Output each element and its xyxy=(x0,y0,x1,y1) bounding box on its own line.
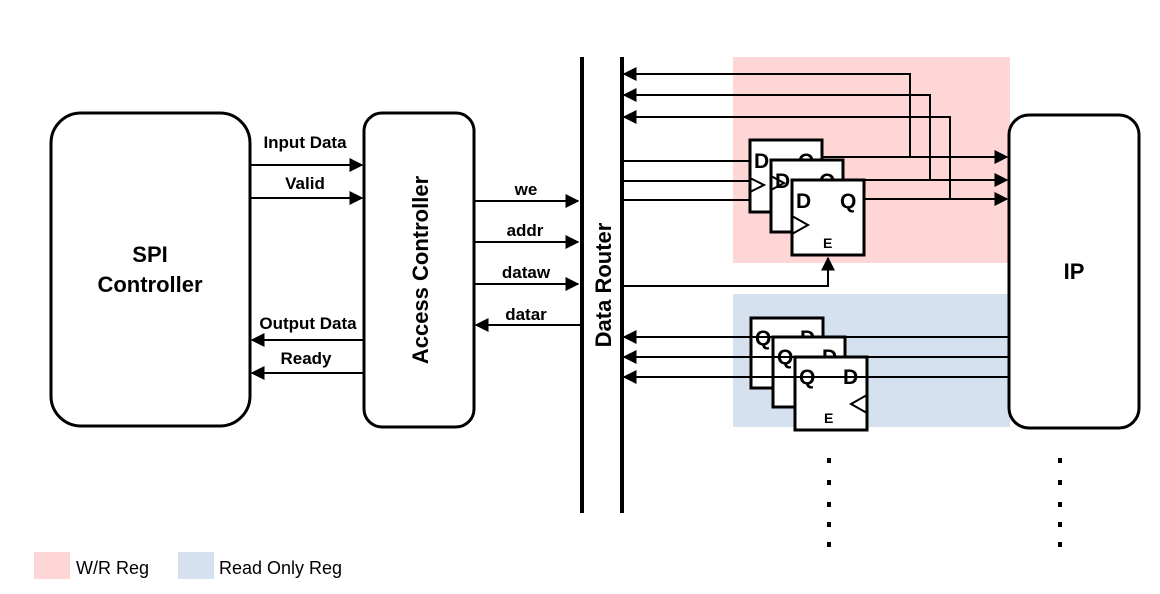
wr-readback-line-1 xyxy=(622,67,911,157)
ready-label: Ready xyxy=(280,349,332,368)
data-router-label: Data Router xyxy=(591,222,616,347)
legend-ro-swatch xyxy=(178,552,214,579)
ff-q-label: Q xyxy=(755,327,771,350)
ff-e-label: E xyxy=(823,235,832,251)
valid-label: Valid xyxy=(285,174,325,193)
we-label: we xyxy=(514,180,538,199)
output-data-label: Output Data xyxy=(259,314,357,333)
dataw-label: dataw xyxy=(502,263,551,282)
legend-ro-label: Read Only Reg xyxy=(219,558,342,578)
legend: W/R Reg Read Only Reg xyxy=(34,552,342,579)
spi-controller-label-1: SPI xyxy=(132,242,167,267)
clock-icon xyxy=(749,177,767,193)
clock-icon xyxy=(791,215,811,235)
register-continuation-dots xyxy=(827,458,831,547)
ff-q-label: Q xyxy=(840,190,856,213)
ip-block: IP xyxy=(1007,113,1141,430)
wr-enable-line xyxy=(622,256,835,287)
input-data-label: Input Data xyxy=(263,133,347,152)
access-controller-label: Access Controller xyxy=(408,175,433,364)
addr-label: addr xyxy=(507,221,544,240)
ff-d-label: D xyxy=(796,190,811,213)
ff-d-label: D xyxy=(754,150,769,173)
ip-continuation-dots xyxy=(1058,458,1062,547)
wr-readback-line-3 xyxy=(622,110,951,199)
datar-label: datar xyxy=(505,305,547,324)
ro-flipflop-3: Q D E xyxy=(793,355,869,432)
ip-label: IP xyxy=(1064,259,1085,284)
ff-e-label: E xyxy=(824,410,833,426)
wr-readback-line-2 xyxy=(622,88,931,180)
clock-icon xyxy=(770,175,787,191)
clock-icon xyxy=(848,394,868,414)
spi-controller-block: SPI Controller xyxy=(49,111,252,428)
legend-wr-label: W/R Reg xyxy=(76,558,149,578)
spi-controller-label-2: Controller xyxy=(97,272,203,297)
access-controller-block: Access Controller xyxy=(362,111,476,429)
legend-wr-swatch xyxy=(34,552,70,579)
wr-flipflop-3: D Q E xyxy=(790,178,866,257)
